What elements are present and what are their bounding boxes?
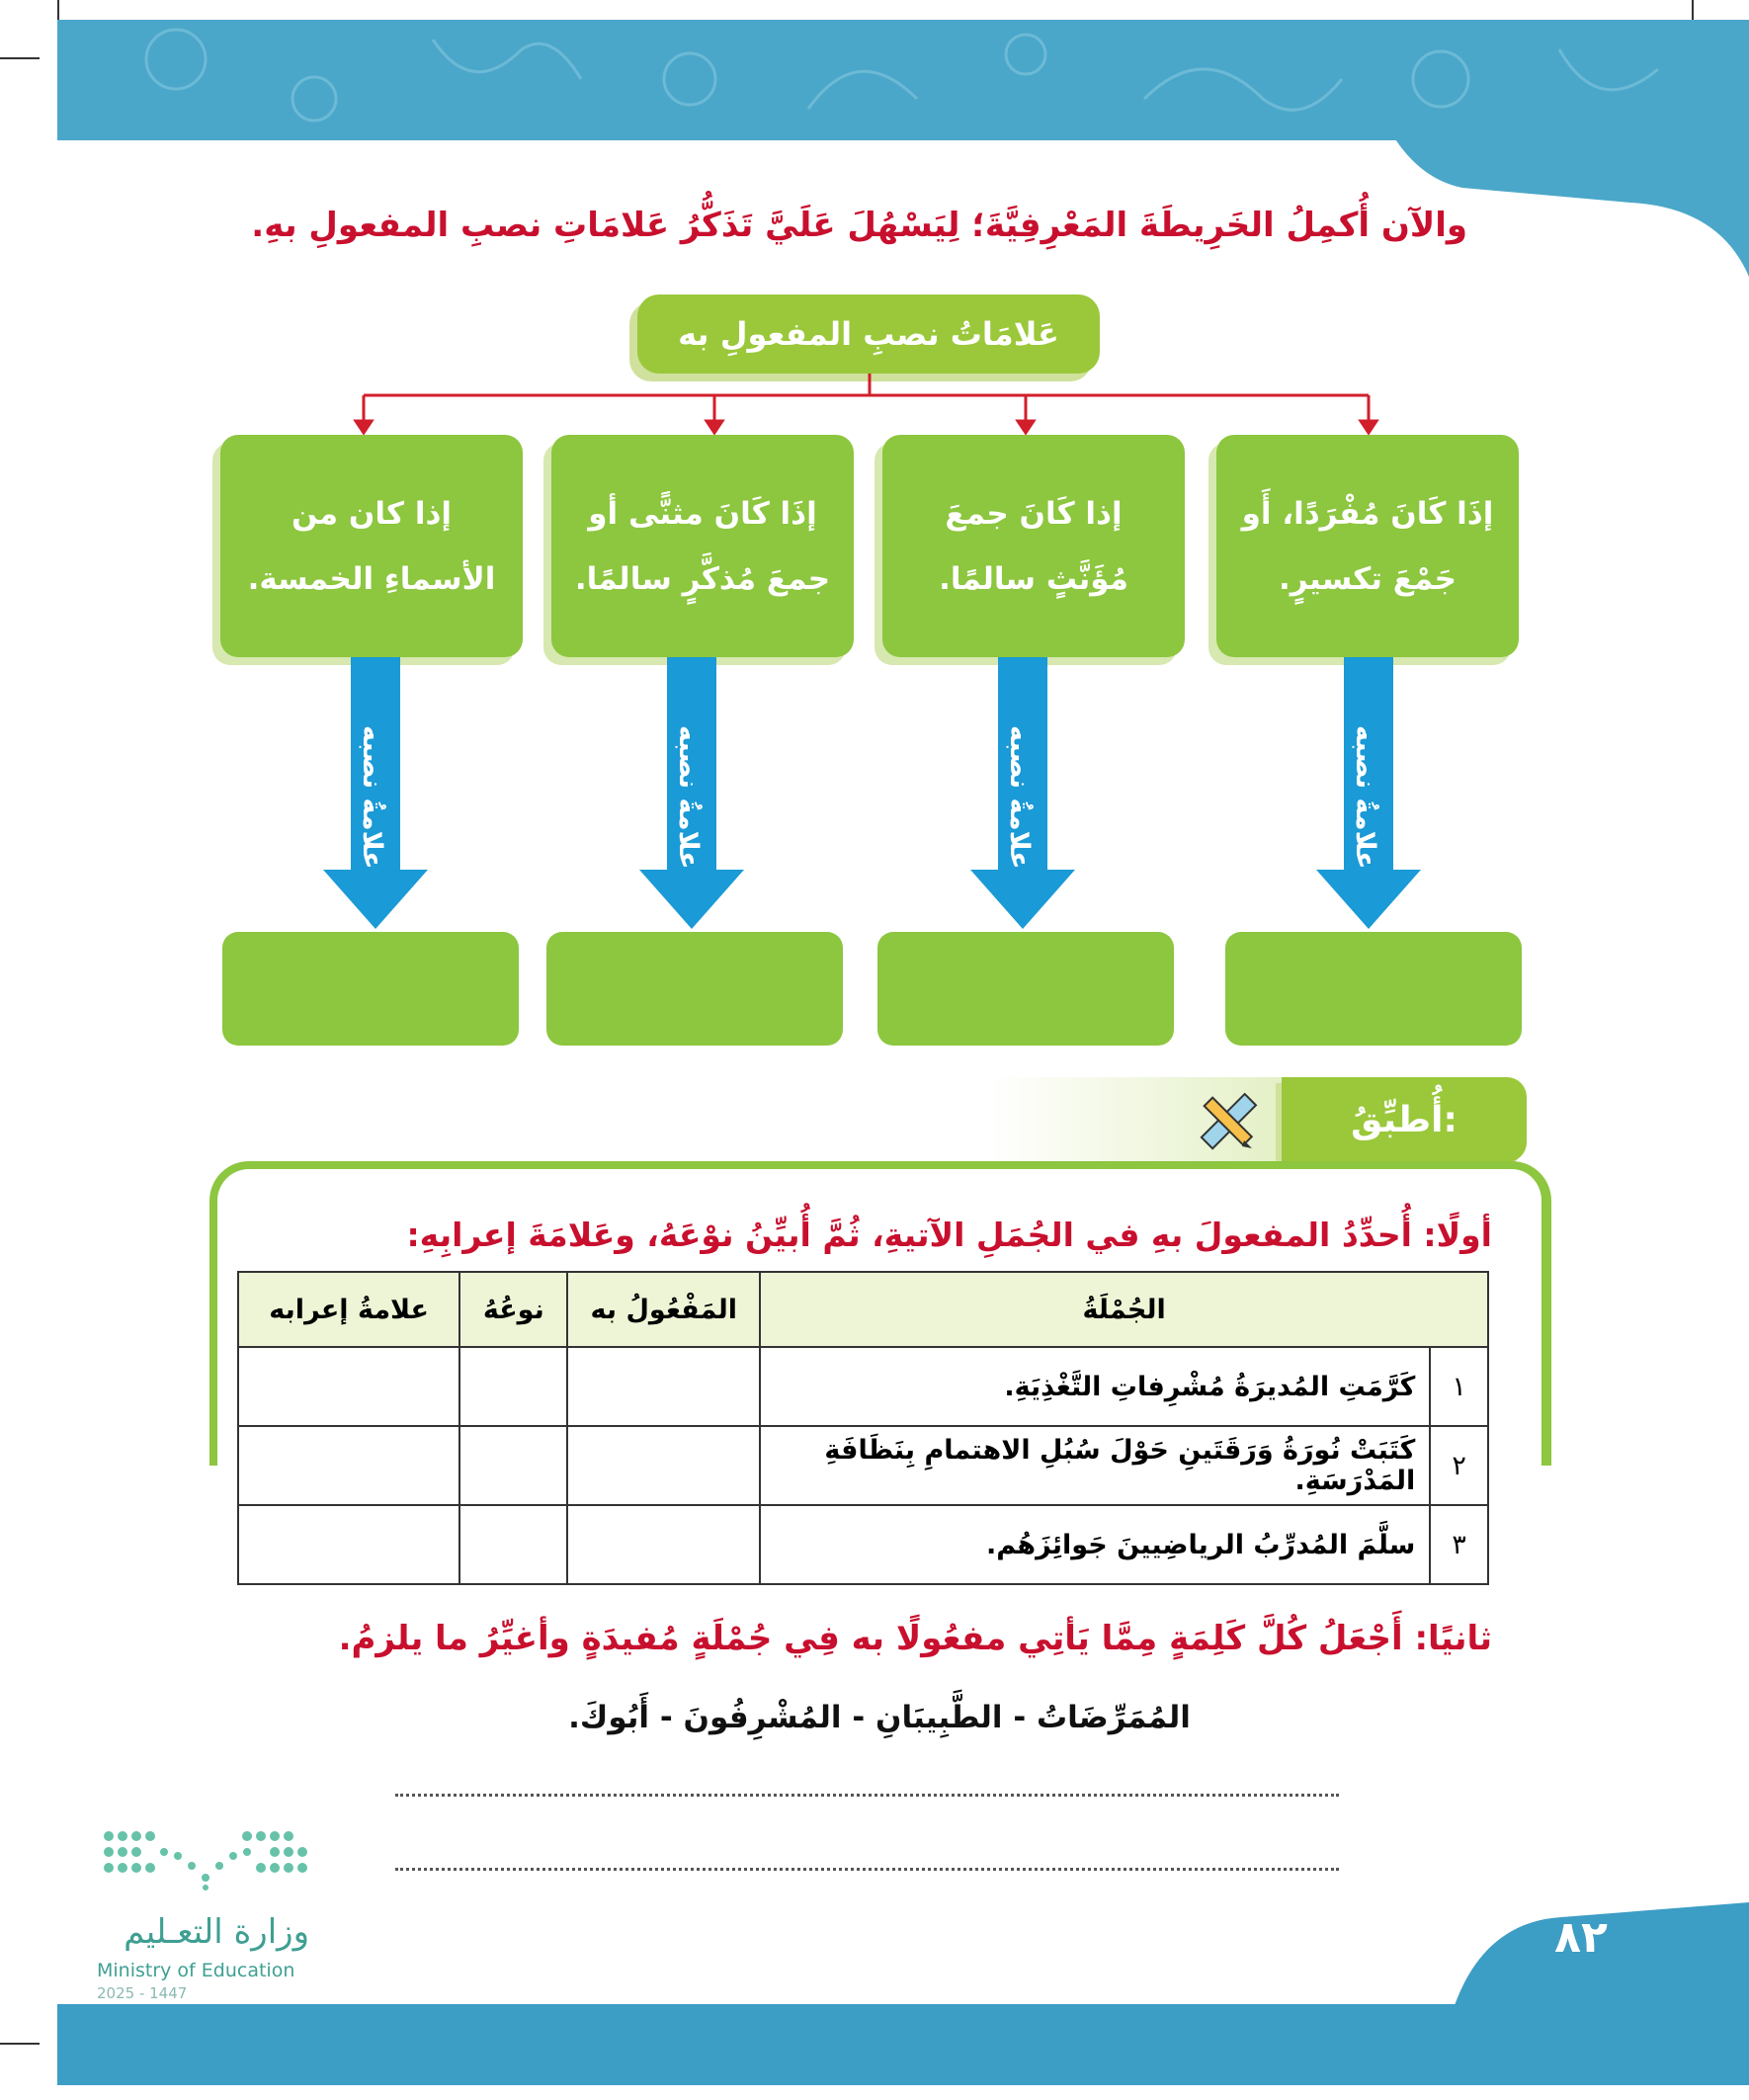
table-row: ٢ كَتَبَتْ نُورَةُ وَرَقَتَينِ حَوْلَ سُ… xyxy=(238,1426,1488,1505)
apply-title: أُطبِّقُ: xyxy=(1282,1077,1527,1162)
sign-answer-cell[interactable] xyxy=(238,1505,459,1584)
answer-box-singular[interactable] xyxy=(1225,932,1522,1046)
header-curve xyxy=(1383,119,1749,277)
object-answer-cell[interactable] xyxy=(567,1426,760,1505)
map-case-fem-plural: إذا كَانَ جمعَ مُؤَنَّثٍ سالمًا. xyxy=(882,435,1185,657)
type-answer-cell[interactable] xyxy=(459,1347,567,1426)
map-connector-lines xyxy=(346,374,1393,435)
arrow-label: علامةُ نصبه xyxy=(1004,672,1035,870)
crop-mark xyxy=(0,57,40,59)
type-answer-cell[interactable] xyxy=(459,1505,567,1584)
answer-line[interactable] xyxy=(395,1868,1339,1871)
ministry-name-en: Ministry of Education xyxy=(97,1960,309,1981)
col-header-sign: علامةُ إعرابه xyxy=(238,1272,459,1347)
arrow-label: علامةُ نصبه xyxy=(1350,672,1380,870)
map-root-title: عَلامَاتُ نصبِ المفعولِ به xyxy=(637,294,1100,374)
col-header-type: نوعُهُ xyxy=(459,1272,567,1347)
ministry-name-ar: وزارة التعـليم xyxy=(97,1912,309,1952)
ruler-pencil-icon xyxy=(1191,1085,1265,1156)
answer-line[interactable] xyxy=(395,1794,1339,1797)
object-answer-cell[interactable] xyxy=(567,1505,760,1584)
map-case-five-nouns: إذا كان من الأسماءِ الخمسة. xyxy=(220,435,523,657)
table-row: ٣ سلَّمَ المُدرِّبُ الرياضِيينَ جَوائِزَ… xyxy=(238,1505,1488,1584)
arrow-label: علامةُ نصبه xyxy=(673,672,704,870)
header-pattern xyxy=(57,20,1749,140)
row-sentence: كَتَبَتْ نُورَةُ وَرَقَتَينِ حَوْلَ سُبُ… xyxy=(760,1426,1430,1505)
part2-prompt: ثانيًا: أَجْعَلُ كُلَّ كَلِمَةٍ مِمَّا ي… xyxy=(257,1619,1492,1658)
col-header-sentence: الجُمْلَةُ xyxy=(760,1272,1488,1347)
edition-year: 2025 - 1447 xyxy=(97,1984,215,2002)
arrow-label: علامةُ نصبه xyxy=(357,672,387,870)
row-number: ١ xyxy=(1430,1347,1488,1426)
ministry-logo-icon xyxy=(99,1826,311,1893)
row-sentence: كَرَّمَتِ المُديرَةُ مُشْرِفاتِ التَّغْذ… xyxy=(760,1347,1430,1426)
object-answer-cell[interactable] xyxy=(567,1347,760,1426)
row-number: ٢ xyxy=(1430,1426,1488,1505)
col-header-object: المَفْعُولُ به xyxy=(567,1272,760,1347)
row-sentence: سلَّمَ المُدرِّبُ الرياضِيينَ جَوائِزَهُ… xyxy=(760,1505,1430,1584)
map-case-singular: إذَا كَانَ مُفْرَدًا، أَو جَمْعَ تكسيرٍ. xyxy=(1216,435,1519,657)
table-row: ١ كَرَّمَتِ المُديرَةُ مُشْرِفاتِ التَّغ… xyxy=(238,1347,1488,1426)
map-case-dual: إذَا كَانَ مثنًّى أو جمعَ مُذكَّرٍ سالمً… xyxy=(551,435,854,657)
map-instruction: والآن أُكمِلُ الخَرِيطَةَ المَعْرِفِيَّة… xyxy=(183,206,1467,245)
part2-word-list: المُمَرِّضَاتُ - الطَّبِيبَانِ - المُشْر… xyxy=(534,1700,1225,1735)
footer-band xyxy=(57,2004,1749,2085)
exercise-table: الجُمْلَةُ المَفْعُولُ به نوعُهُ علامةُ … xyxy=(237,1271,1489,1585)
table-header-row: الجُمْلَةُ المَفْعُولُ به نوعُهُ علامةُ … xyxy=(238,1272,1488,1347)
page-number: ٨٢ xyxy=(1537,1912,1625,1963)
sign-answer-cell[interactable] xyxy=(238,1426,459,1505)
answer-box-fem-plural[interactable] xyxy=(877,932,1174,1046)
row-number: ٣ xyxy=(1430,1505,1488,1584)
answer-box-five-nouns[interactable] xyxy=(222,932,519,1046)
sign-answer-cell[interactable] xyxy=(238,1347,459,1426)
type-answer-cell[interactable] xyxy=(459,1426,567,1505)
answer-box-dual[interactable] xyxy=(546,932,843,1046)
crop-mark xyxy=(0,2043,40,2045)
part1-prompt: أولًا: أُحدِّدُ المفعولَ بهِ في الجُمَلِ… xyxy=(306,1216,1492,1254)
